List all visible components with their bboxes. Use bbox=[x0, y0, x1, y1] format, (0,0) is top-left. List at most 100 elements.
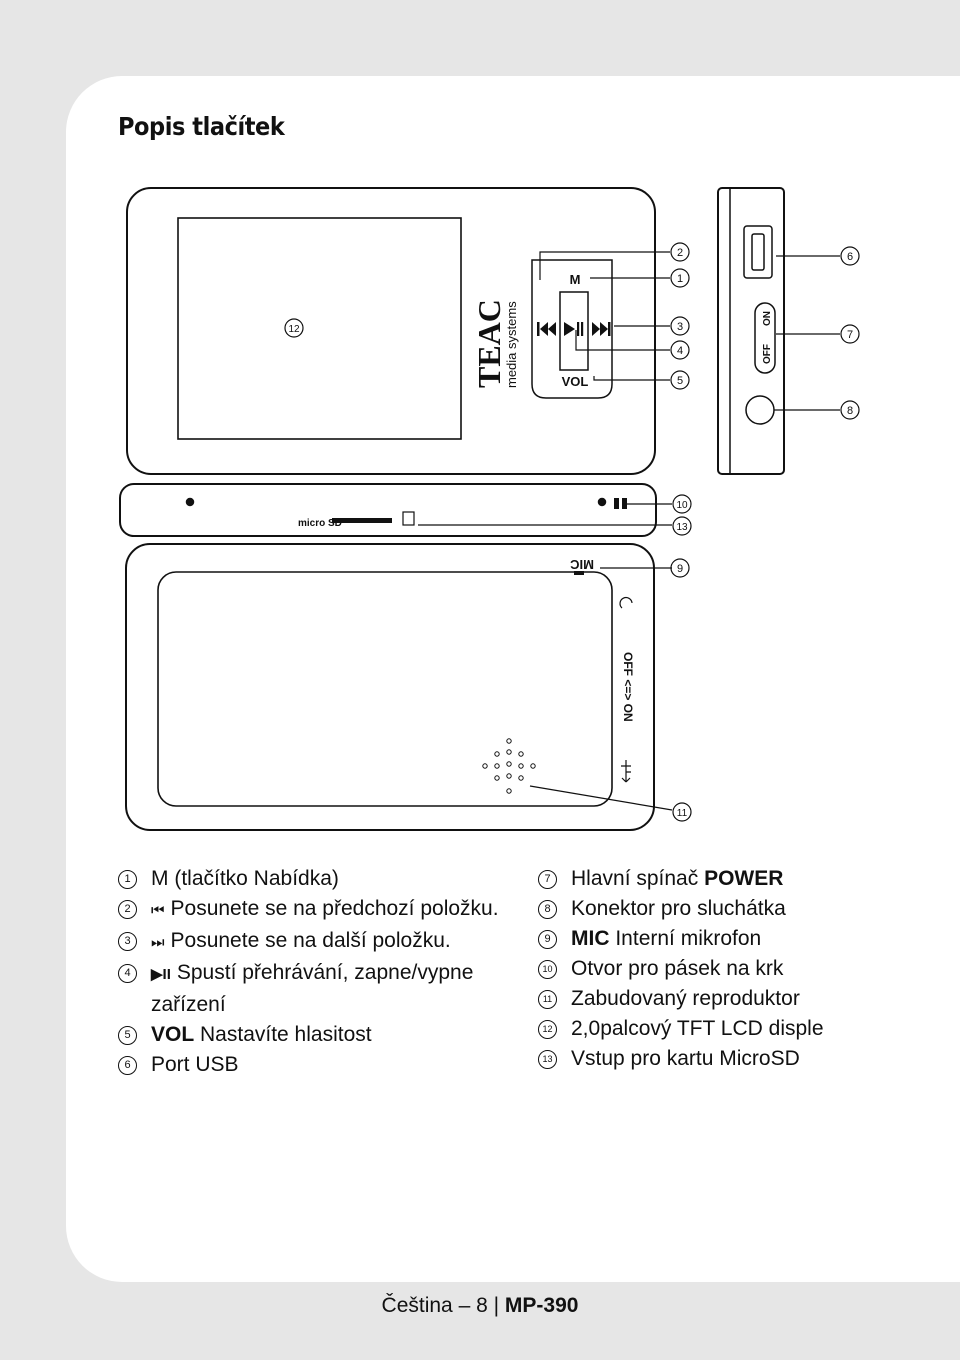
microsd-label: micro SD bbox=[298, 518, 342, 529]
microsd-slot bbox=[332, 518, 392, 523]
legend-item: 13 Vstup pro kartu MicroSD bbox=[538, 1044, 938, 1074]
legend-item: 12 2,0palcový TFT LCD disple bbox=[538, 1014, 938, 1044]
callout-6 bbox=[840, 246, 860, 266]
legend-text: Port USB bbox=[151, 1053, 239, 1076]
page-footer: Čeština – 8 | MP-390 bbox=[0, 1294, 960, 1318]
device-side-view: ON OFF bbox=[717, 187, 785, 475]
power-switch bbox=[754, 302, 776, 374]
legend-number: 7 bbox=[538, 870, 557, 889]
callout-10-label: 10 bbox=[676, 500, 688, 511]
legend-number: 10 bbox=[538, 960, 557, 979]
legend-text: Vstup pro kartu MicroSD bbox=[571, 1047, 800, 1070]
manual-page bbox=[66, 76, 960, 1282]
legend-right: 7 Hlavní spínač POWER 8 Konektor pro slu… bbox=[538, 864, 938, 1074]
callout-4-label: 4 bbox=[677, 345, 683, 357]
legend-text: Otvor pro pásek na krk bbox=[571, 957, 784, 980]
control-panel bbox=[531, 259, 613, 399]
side-switch-label: OFF <=> ON bbox=[621, 652, 635, 722]
legend-item: 2 ⏮ Posunete se na předchozí položku. bbox=[118, 894, 518, 926]
legend-number: 9 bbox=[538, 930, 557, 949]
footer-model: MP-390 bbox=[504, 1294, 579, 1317]
callout-5-label: 5 bbox=[677, 375, 683, 387]
legend-text: Spustí přehrávání, zapne/vypne zařízení bbox=[151, 961, 474, 1016]
legend-text: M (tlačítko Nabídka) bbox=[151, 867, 339, 890]
callout-10 bbox=[672, 494, 692, 514]
play-pause-icon bbox=[564, 322, 584, 336]
callout-2 bbox=[670, 242, 690, 262]
previous-icon: ⏮ bbox=[151, 902, 165, 919]
footer-language: Čeština bbox=[381, 1294, 453, 1317]
m-button-label: M bbox=[570, 272, 581, 287]
switch-off-label: OFF bbox=[762, 344, 773, 364]
legend-number: 4 bbox=[118, 964, 137, 983]
callout-13 bbox=[672, 516, 692, 536]
callout-1 bbox=[670, 268, 690, 288]
next-icon: ⏭ bbox=[151, 934, 165, 951]
headphone-jack bbox=[745, 395, 775, 425]
callout-9 bbox=[670, 558, 690, 578]
play-pause-icon: ▶II bbox=[151, 966, 171, 983]
legend-item: 1 M (tlačítko Nabídka) bbox=[118, 864, 518, 894]
legend-number: 11 bbox=[538, 990, 557, 1009]
brand-logo: TEAC bbox=[471, 299, 507, 388]
callout-5 bbox=[670, 370, 690, 390]
legend-text: Posunete se na předchozí položku. bbox=[170, 897, 499, 920]
legend-number: 8 bbox=[538, 900, 557, 919]
page-title: Popis tlačítek bbox=[118, 112, 285, 141]
lcd-screen bbox=[177, 217, 462, 440]
legend-item: 10 Otvor pro pásek na krk bbox=[538, 954, 938, 984]
legend-item: 5 VOL Nastavíte hlasitost bbox=[118, 1020, 518, 1050]
callout-3-label: 3 bbox=[677, 321, 683, 333]
callout-12 bbox=[284, 318, 304, 338]
legend-number: 3 bbox=[118, 932, 137, 951]
callout-markers bbox=[284, 242, 860, 822]
callout-8-label: 8 bbox=[847, 405, 853, 417]
legend-number: 12 bbox=[538, 1020, 557, 1039]
legend-item: 6 Port USB bbox=[118, 1050, 518, 1080]
device-diagram: M VOL TEAC media systems ON OFF bbox=[119, 187, 860, 831]
callout-2-label: 2 bbox=[677, 247, 683, 259]
callout-6-label: 6 bbox=[847, 251, 853, 263]
callout-4 bbox=[670, 340, 690, 360]
callout-7-label: 7 bbox=[847, 329, 853, 341]
vol-button-label: VOL bbox=[562, 374, 589, 389]
legend-text: Nastavíte hlasitost bbox=[200, 1023, 372, 1046]
callout-1-label: 1 bbox=[677, 273, 683, 285]
legend-item: 3 ⏭ Posunete se na další položku. bbox=[118, 926, 518, 958]
footer-separator: – bbox=[458, 1294, 477, 1317]
legend-text: Posunete se na další položku. bbox=[170, 929, 451, 952]
legend-bold-term: VOL bbox=[151, 1023, 195, 1046]
legend-item: 11 Zabudovaný reproduktor bbox=[538, 984, 938, 1014]
usb-port bbox=[743, 225, 773, 279]
legend-text: Konektor pro sluchátka bbox=[571, 897, 786, 920]
legend-number: 6 bbox=[118, 1056, 137, 1075]
leader-lines bbox=[418, 251, 840, 811]
legend-text: 2,0palcový TFT LCD disple bbox=[571, 1017, 824, 1040]
usb-icon bbox=[621, 760, 631, 783]
legend-item: 9 MIC Interní mikrofon bbox=[538, 924, 938, 954]
brand-subtitle: media systems bbox=[504, 301, 519, 388]
callout-13-label: 13 bbox=[676, 522, 688, 533]
next-icon bbox=[592, 322, 611, 336]
device-back-view: MIC OFF <=> ON bbox=[125, 543, 655, 831]
legend-bold-term: MIC bbox=[571, 927, 610, 950]
legend-item: 7 Hlavní spínač POWER bbox=[538, 864, 938, 894]
legend-item: 8 Konektor pro sluchátka bbox=[538, 894, 938, 924]
speaker-grille bbox=[482, 738, 536, 794]
legend-number: 5 bbox=[118, 1026, 137, 1045]
footer-divider: | bbox=[493, 1294, 505, 1317]
callout-3 bbox=[670, 316, 690, 336]
legend-text: Hlavní spínač bbox=[571, 867, 699, 890]
strap-hole bbox=[614, 498, 619, 509]
legend-bold-term: POWER bbox=[704, 867, 784, 890]
play-button-slot bbox=[559, 291, 589, 371]
headphone-icon bbox=[619, 597, 633, 609]
callout-7 bbox=[840, 324, 860, 344]
legend-number: 2 bbox=[118, 900, 137, 919]
mic-label: MIC bbox=[570, 557, 594, 572]
legend-left: 1 M (tlačítko Nabídka) 2 ⏮ Posunete se na… bbox=[118, 864, 518, 1080]
previous-icon bbox=[537, 322, 556, 336]
callout-8 bbox=[840, 400, 860, 420]
device-front-view: M VOL TEAC media systems bbox=[126, 187, 656, 475]
